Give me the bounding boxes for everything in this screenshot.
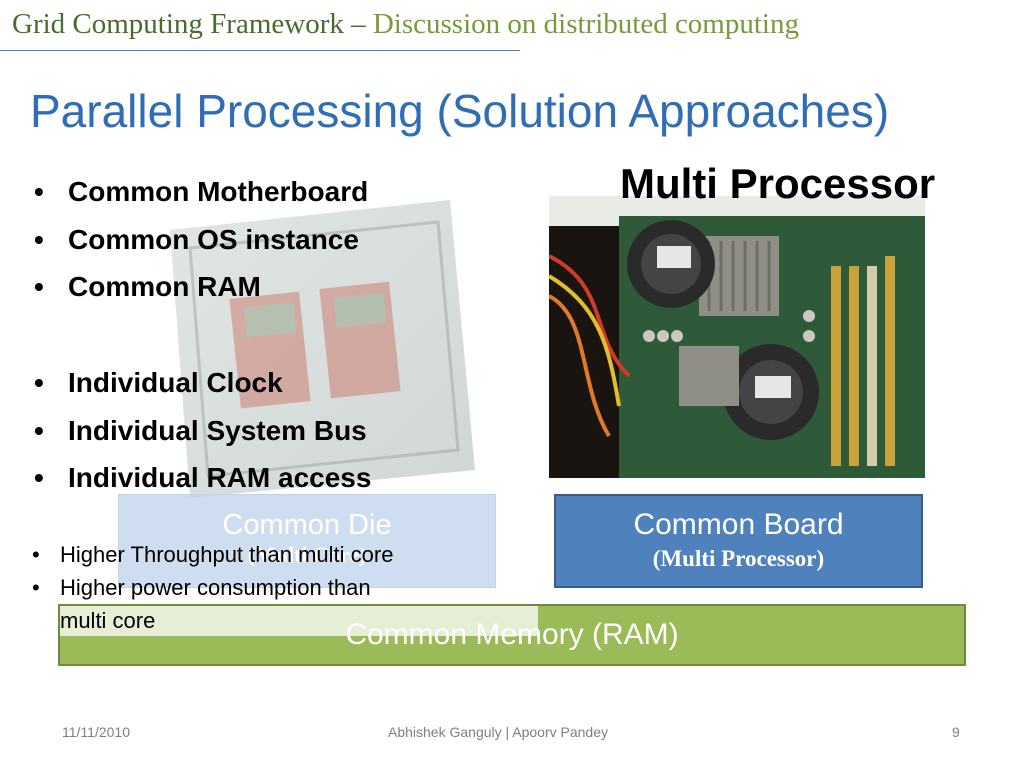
- common-board-subtitle: (Multi Processor): [652, 546, 825, 571]
- list-item: Common OS instance: [30, 216, 368, 264]
- list-item: Higher power consumption than multi core: [30, 571, 393, 637]
- list-item: Individual RAM access: [30, 454, 371, 502]
- list-item: Individual Clock: [30, 359, 371, 407]
- common-features-list: Common Motherboard Common OS instance Co…: [30, 168, 368, 311]
- slide-header: Grid Computing Framework – Discussion on…: [12, 8, 1002, 48]
- note-text-continued: multi core: [60, 608, 156, 633]
- header-sub: Discussion on distributed computing: [372, 8, 799, 40]
- slide-title: Parallel Processing (Solution Approaches…: [30, 85, 890, 137]
- common-die-title: Common Die: [222, 509, 392, 541]
- list-item: Higher Throughput than multi core: [30, 538, 393, 571]
- multi-processor-board-photo: [549, 196, 925, 478]
- header-main: Grid Computing Framework –: [12, 8, 366, 40]
- individual-features-list: Individual Clock Individual System Bus I…: [30, 359, 371, 502]
- header-divider: [0, 50, 520, 51]
- notes-list: Higher Throughput than multi core Higher…: [30, 538, 393, 637]
- common-board-title: Common Board: [633, 508, 844, 541]
- list-item: Individual System Bus: [30, 407, 371, 455]
- multi-processor-label: Multi Processor: [620, 160, 936, 207]
- list-item: Common RAM: [30, 263, 368, 311]
- footer-page-number: 9: [952, 724, 960, 740]
- note-text: Higher power consumption than: [60, 575, 371, 600]
- footer-date: 11/11/2010: [62, 724, 130, 740]
- note-text: Higher Throughput than multi core: [60, 542, 394, 567]
- footer-authors: Abhishek Ganguly | Apoorv Pandey: [388, 724, 609, 740]
- common-board-box: Common Board (Multi Processor): [554, 494, 923, 588]
- list-item: Common Motherboard: [30, 168, 368, 216]
